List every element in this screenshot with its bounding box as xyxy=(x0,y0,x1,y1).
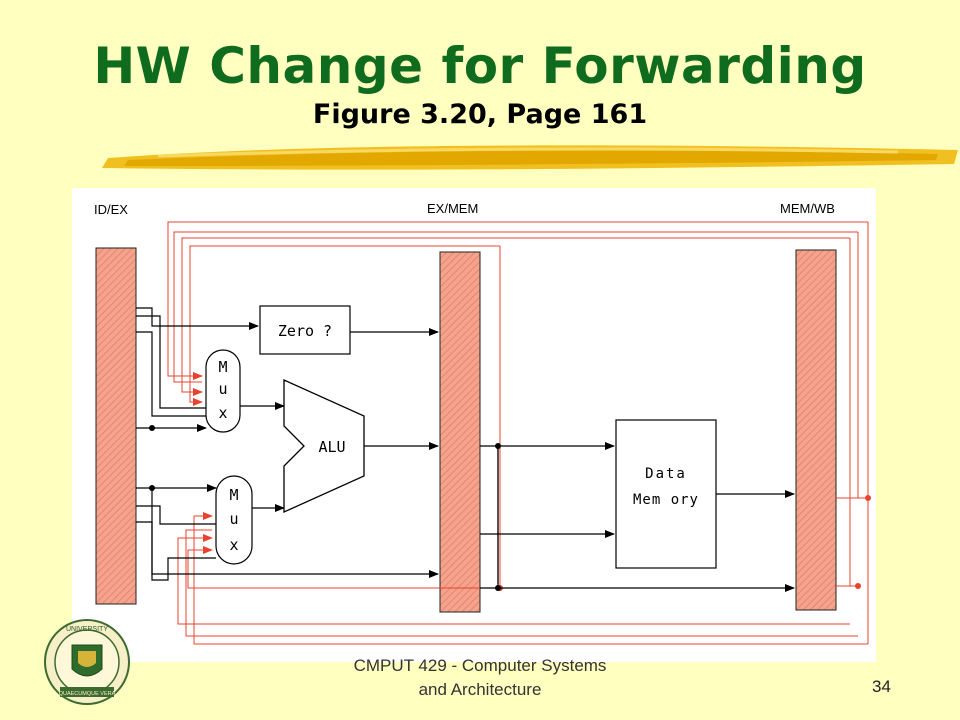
alu xyxy=(283,378,365,514)
idex-register xyxy=(95,247,137,605)
data-memory-label-2: Mem ory xyxy=(633,492,699,508)
exmem-register xyxy=(439,251,481,613)
exmem-label: EX/MEM xyxy=(427,201,478,216)
memwb-register xyxy=(795,249,837,611)
slide-subtitle: Figure 3.20, Page 161 xyxy=(312,99,648,130)
zero-label: Zero ? xyxy=(278,322,332,340)
pipeline-svg: ID/EX EX/MEM MEM/WB xyxy=(94,201,871,645)
zero-box xyxy=(259,305,351,355)
page-number: 34 xyxy=(872,677,891,696)
forward-dot-2 xyxy=(855,583,861,589)
data-memory-box xyxy=(615,419,717,569)
slide-title: HW Change for Forwarding xyxy=(93,37,867,95)
wire-dot-4 xyxy=(495,585,501,591)
mux-bottom xyxy=(215,475,253,565)
mux-bottom-u: u xyxy=(229,510,238,528)
alu-label: ALU xyxy=(318,438,345,456)
logo-text: UNIVERSITY xyxy=(66,626,108,633)
mux-top-u: u xyxy=(218,380,227,398)
wire-dot-2 xyxy=(149,485,155,491)
memwb-label: MEM/WB xyxy=(780,201,835,216)
mux-bottom-m: M xyxy=(229,486,238,504)
datapath-wires xyxy=(136,307,795,592)
mux-top xyxy=(205,349,241,433)
wire-dot-3 xyxy=(495,443,501,449)
forwarding-diagram: ID/EX EX/MEM MEM/WB xyxy=(72,188,876,662)
logo-motto: QUAECUMQUE VERA xyxy=(59,691,116,697)
data-memory-label-1: Data xyxy=(645,466,687,482)
footer: CMPUT 429 - Computer Systems and Archite… xyxy=(300,654,660,702)
wire-dot-1 xyxy=(149,425,155,431)
footer-line-2: and Architecture xyxy=(418,680,542,699)
forwarding-paths xyxy=(167,221,869,645)
mux-top-m: M xyxy=(218,358,227,376)
title-underline-brush xyxy=(102,145,958,170)
university-logo: UNIVERSITY QUAECUMQUE VERA xyxy=(44,619,130,705)
forward-dot-1 xyxy=(865,495,871,501)
idex-label: ID/EX xyxy=(94,202,128,217)
footer-line-1: CMPUT 429 - Computer Systems xyxy=(353,656,607,675)
mux-top-x: x xyxy=(218,404,227,422)
mux-bottom-x: x xyxy=(229,536,238,554)
